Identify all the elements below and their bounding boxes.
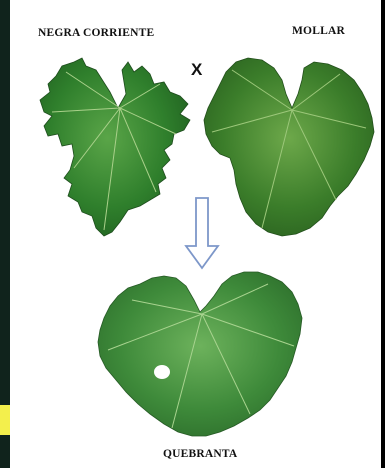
label-quebranta: QUEBRANTA — [163, 448, 237, 460]
cross-symbol: X — [191, 60, 203, 80]
label-negra-corriente: NEGRA CORRIENTE — [38, 27, 154, 39]
leaf-negra-corriente — [40, 58, 190, 236]
label-mollar: MOLLAR — [292, 25, 345, 37]
arrow-down — [186, 198, 218, 268]
leaf-mollar — [204, 58, 374, 236]
leaf-quebranta — [98, 272, 302, 436]
